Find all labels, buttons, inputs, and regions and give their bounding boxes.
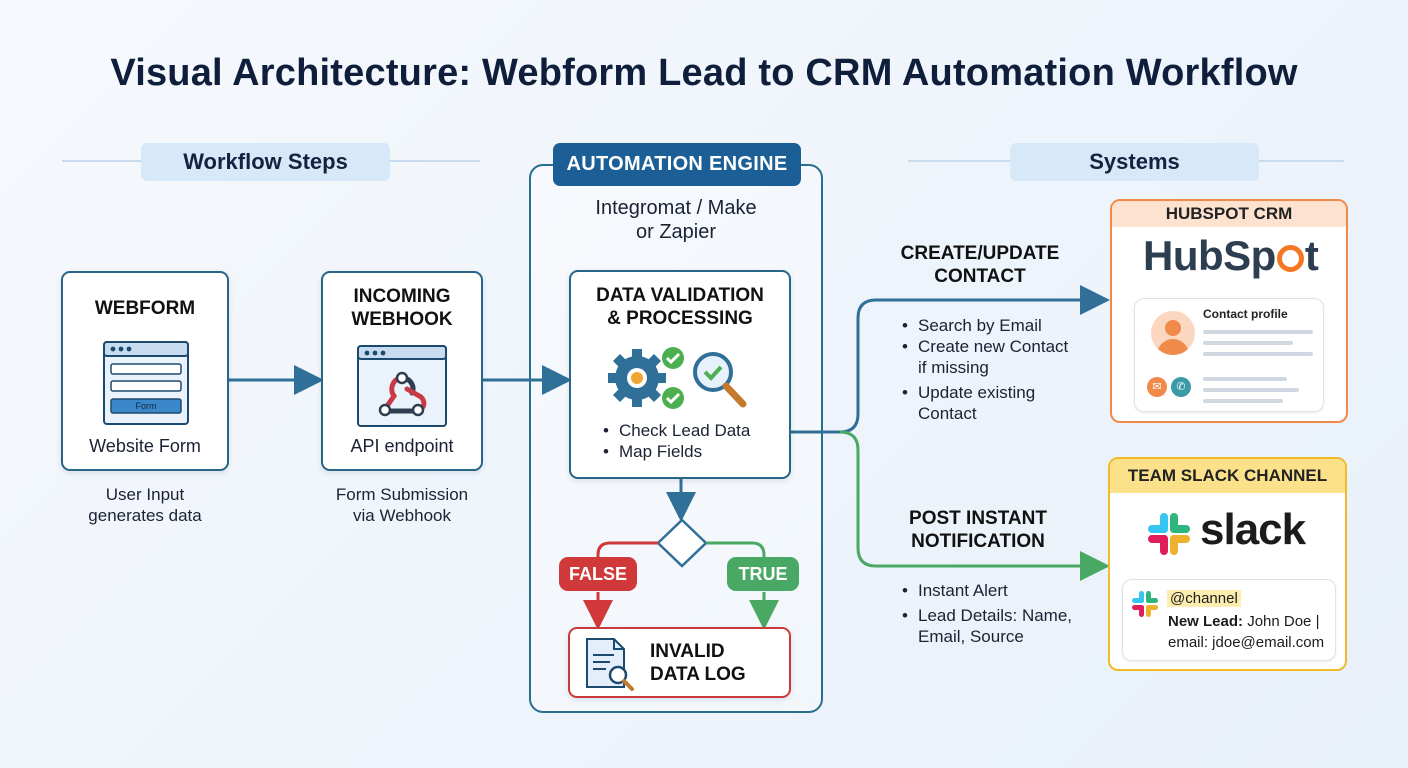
avatar (1151, 311, 1195, 355)
automation-engine-header: AUTOMATION ENGINE (553, 143, 801, 186)
false-badge: FALSE (559, 557, 637, 591)
hubspot-sprocket-icon (1276, 245, 1304, 272)
invalid-data-log-box: INVALID DATA LOG (568, 627, 791, 698)
validation-bullets: Check Lead Data Map Fields (603, 420, 750, 462)
validation-title: DATA VALIDATION & PROCESSING (596, 285, 764, 329)
arrow-to-slack (839, 430, 1110, 581)
document-search-icon (586, 638, 634, 691)
post-notification-heading: POST INSTANT NOTIFICATION (909, 508, 1047, 552)
page-title: Visual Architecture: Webform Lead to CRM… (110, 52, 1298, 94)
webhook-box: INCOMING WEBHOOK API endpoint (321, 271, 483, 471)
webhook-caption: Form Submission via Webhook (335, 485, 469, 525)
data-validation-box: DATA VALIDATION & PROCESSING Check Lead … (569, 270, 791, 479)
create-update-heading: CREATE/UPDATE CONTACT (900, 243, 1060, 287)
email-line: email: jdoe@email.com (1168, 634, 1325, 651)
decision-diamond (656, 518, 708, 568)
webform-label: Website Form (89, 436, 201, 456)
webhook-icon (357, 345, 447, 427)
channel-mention: @channel (1167, 590, 1241, 607)
form-button-label: Form (135, 401, 157, 411)
webform-caption: User Input generates data (88, 485, 202, 525)
webform-box: WEBFORM Form Website Form (61, 271, 229, 471)
contact-profile-card: Contact profile ✉ ✆ (1134, 298, 1324, 412)
phone-icon: ✆ (1171, 377, 1191, 397)
validation-gears-icon (608, 347, 747, 409)
invalid-log-title: INVALID DATA LOG (650, 641, 746, 685)
true-badge: TRUE (727, 557, 799, 591)
true-branch-line (706, 541, 766, 562)
slack-bullets: Instant Alert Lead Details: Name,Email, … (902, 580, 1102, 647)
webhook-label: API endpoint (350, 436, 454, 456)
slack-badge: TEAM SLACK CHANNEL (1127, 466, 1328, 485)
email-icon: ✉ (1147, 377, 1167, 397)
contact-profile-label: Contact profile (1203, 307, 1288, 321)
webhook-title: INCOMING WEBHOOK (351, 286, 453, 330)
systems-header: Systems (1010, 143, 1259, 181)
slack-message: @channel New Lead: John Doe | email: jdo… (1122, 579, 1336, 661)
slack-logo-icon (1148, 513, 1190, 555)
slack-logo-text: slack (1200, 505, 1306, 554)
hubspot-badge: HUBSPOT CRM (1165, 204, 1293, 223)
slack-small-icon (1132, 591, 1158, 617)
arrow-to-hubspot (790, 285, 1110, 434)
engine-platforms: Integromat / Make or Zapier (595, 197, 757, 243)
form-window-icon (103, 341, 189, 425)
new-lead-line: New Lead: John Doe | (1168, 613, 1320, 630)
workflow-steps-header: Workflow Steps (141, 143, 390, 181)
webform-title: WEBFORM (94, 298, 196, 319)
team-slack-card: TEAM SLACK CHANNEL slack @channel New Le… (1108, 457, 1347, 671)
false-branch-line (596, 541, 658, 562)
